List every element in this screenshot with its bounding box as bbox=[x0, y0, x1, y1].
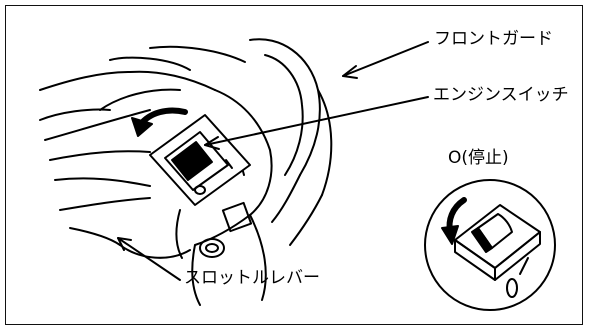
front-guard-label: フロントガード bbox=[434, 29, 553, 49]
throttle-lever-pointer-head bbox=[117, 237, 132, 251]
figure-border bbox=[5, 5, 583, 325]
engine-switch-on-handle bbox=[149, 114, 251, 206]
front-guard bbox=[249, 38, 333, 246]
stop-label: O(停止) bbox=[448, 148, 509, 168]
engine-switch-pointer-head bbox=[204, 136, 220, 150]
hand-outline bbox=[39, 45, 246, 259]
throttle-lever-pointer bbox=[117, 237, 181, 281]
throttle-lever-label: スロットルレバー bbox=[184, 268, 320, 288]
engine-switch-pointer bbox=[204, 96, 429, 146]
stop-position-detail bbox=[424, 179, 556, 311]
front-guard-pointer bbox=[342, 41, 429, 77]
front-guard-pointer-head bbox=[342, 65, 358, 79]
engine-switch-label: エンジンスイッチ bbox=[433, 85, 569, 105]
rotation-arrow bbox=[131, 107, 188, 137]
